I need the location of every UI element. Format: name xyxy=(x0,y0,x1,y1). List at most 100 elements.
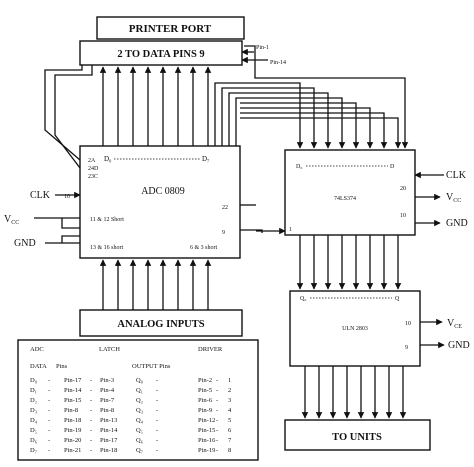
adc-short-6-3: 6 & 3 short xyxy=(190,245,218,251)
adc-d7-label: D₇ xyxy=(202,155,210,163)
table-cell: 3 xyxy=(228,397,231,404)
table-cell: Pin-5 xyxy=(198,387,212,394)
adc-label: ADC 0809 xyxy=(141,186,185,197)
table-dash: - xyxy=(48,427,50,434)
analog-input-wires xyxy=(99,259,212,310)
clk-left-label: CLK xyxy=(30,190,51,201)
table-header-adc: ADC xyxy=(30,346,44,353)
data-pins-box xyxy=(79,40,243,66)
pin1-label: Pin-1 xyxy=(256,45,269,51)
table-cell: Q₃ xyxy=(136,407,143,414)
table-cell: Q₀ xyxy=(136,377,143,384)
table-dash: - xyxy=(48,407,50,414)
table-cell: Pin-18 xyxy=(100,447,117,454)
table-cell: D₇ xyxy=(30,447,37,454)
adc-ctrl-wire-2 xyxy=(54,65,93,169)
to-units-label: TO UNITS xyxy=(332,432,382,443)
analog-inputs-box xyxy=(79,309,243,337)
table-cell: Pin-8 xyxy=(100,407,114,414)
driver-to-units-wires xyxy=(301,366,407,419)
table-dash: - xyxy=(216,407,218,414)
clk-right-label: CLK xyxy=(446,170,467,181)
table-dash: - xyxy=(156,417,158,424)
adc-box xyxy=(79,145,241,259)
gnd-left-branch xyxy=(61,235,80,243)
table-dash: - xyxy=(48,447,50,454)
table-dash: - xyxy=(156,437,158,444)
table-dash: - xyxy=(216,417,218,424)
adc-short-13-16: 13 & 16 short xyxy=(90,245,124,251)
data-pins-label: 2 TO DATA PINS 9 xyxy=(117,49,204,60)
driver-box xyxy=(289,290,421,367)
table-cell: Pin-14 xyxy=(100,427,118,434)
table-dash: - xyxy=(90,387,92,394)
table-cell: Pin-2 xyxy=(198,377,212,384)
table-cell: Q₂ xyxy=(136,397,143,404)
latch-to-driver-wires xyxy=(296,235,402,290)
table-subheader-output: OUTPUT Pins xyxy=(132,363,171,370)
adc-pin-22: 22 xyxy=(222,205,228,211)
vcc-left-label: VCC xyxy=(4,214,19,226)
adc-eoc-wire xyxy=(240,229,263,233)
table-dash: - xyxy=(216,377,218,384)
table-cell: D₃ xyxy=(30,407,37,414)
table-cell: D₀ xyxy=(30,377,37,384)
table-dash: - xyxy=(48,397,50,404)
table-subheader-pins: Pins xyxy=(56,363,68,370)
table-dash: - xyxy=(216,387,218,394)
table-dash: - xyxy=(156,427,158,434)
latch-label: 74LS374 xyxy=(334,196,356,202)
table-cell: Pin-20 xyxy=(64,437,81,444)
table-cell: Pin-7 xyxy=(100,397,115,404)
table-dash: - xyxy=(90,437,92,444)
adc-pin-9: 9 xyxy=(222,230,225,236)
latch-d0-label: D₀ xyxy=(296,164,302,170)
to-units-box xyxy=(284,419,431,451)
driver-q-label: Q xyxy=(395,296,400,302)
table-dash: - xyxy=(156,397,158,404)
table-dash: - xyxy=(48,387,50,394)
table-cell: Pin-4 xyxy=(100,387,115,394)
adc-pin-2a: 2A xyxy=(88,158,96,164)
gnd-driver-label: GND xyxy=(448,340,470,351)
table-dash: - xyxy=(216,437,218,444)
table-subheader-data: DATA xyxy=(30,363,47,370)
vcc-right-label: VCC xyxy=(446,192,461,204)
table-cell: Pin-8 xyxy=(64,407,78,414)
driver-q0-label: Q₀ xyxy=(300,296,306,302)
table-cell: D₆ xyxy=(30,437,37,444)
table-dash: - xyxy=(48,377,50,384)
table-dash: - xyxy=(156,377,158,384)
table-dash: - xyxy=(90,397,92,404)
table-cell: 8 xyxy=(228,447,231,454)
adc-to-latch-bus xyxy=(214,45,409,149)
table-cell: 4 xyxy=(228,407,232,414)
table-cell: 6 xyxy=(228,427,232,434)
table-dash: - xyxy=(216,397,218,404)
latch-d-label: D xyxy=(390,164,395,170)
printer-port-label: PRINTER PORT xyxy=(129,23,212,35)
table-cell: 7 xyxy=(228,437,232,444)
analog-inputs-label: ANALOG INPUTS xyxy=(117,319,204,330)
table-dash: - xyxy=(90,447,92,454)
pin14-label: Pin-14 xyxy=(270,60,286,66)
latch-pin-1: 1 xyxy=(289,227,292,233)
table-dash: - xyxy=(216,427,218,434)
adc-pin-10: 10 xyxy=(64,194,70,200)
table-cell: 1 xyxy=(228,377,231,384)
table-cell: Q₁ xyxy=(136,387,143,394)
table-cell: Pin-18 xyxy=(64,417,81,424)
driver-label: ULN 2803 xyxy=(342,326,368,332)
adc-pin-24d: 24D xyxy=(88,166,99,172)
table-cell: Pin-3 xyxy=(100,377,114,384)
driver-pin-10: 10 xyxy=(405,321,411,327)
table-cell: Q₆ xyxy=(136,437,143,444)
table-dash: - xyxy=(156,447,158,454)
port-to-adc-wires xyxy=(99,66,212,146)
printer-port-box xyxy=(96,16,245,40)
adc-ctrl-wire-1 xyxy=(44,65,83,161)
table-cell: Pin-19 xyxy=(198,447,215,454)
table-dash: - xyxy=(90,377,92,384)
